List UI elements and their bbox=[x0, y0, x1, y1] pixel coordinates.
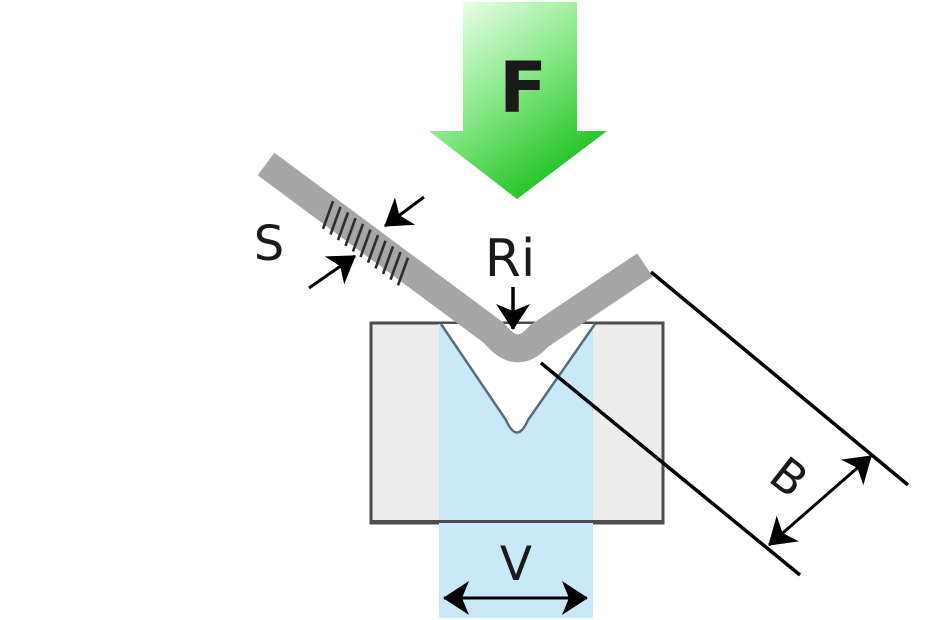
sheet-metal bbox=[257, 152, 653, 363]
hatch-marks bbox=[321, 200, 410, 286]
inner-radius-label: Ri bbox=[485, 229, 536, 289]
die-opening-label: V bbox=[500, 537, 532, 592]
leg-width-arrow bbox=[768, 454, 872, 547]
force-label: F bbox=[499, 47, 547, 129]
thickness-label: S bbox=[254, 216, 284, 272]
thickness-arrow-upper bbox=[384, 195, 425, 228]
leg-extension-line-lower bbox=[539, 361, 802, 577]
force-down-arrow-icon bbox=[429, 2, 607, 199]
leg-width-label: B bbox=[760, 446, 818, 508]
die-v-groove bbox=[439, 323, 597, 434]
leg-extension-line-upper bbox=[649, 270, 910, 487]
thickness-arrow-lower bbox=[308, 254, 356, 290]
